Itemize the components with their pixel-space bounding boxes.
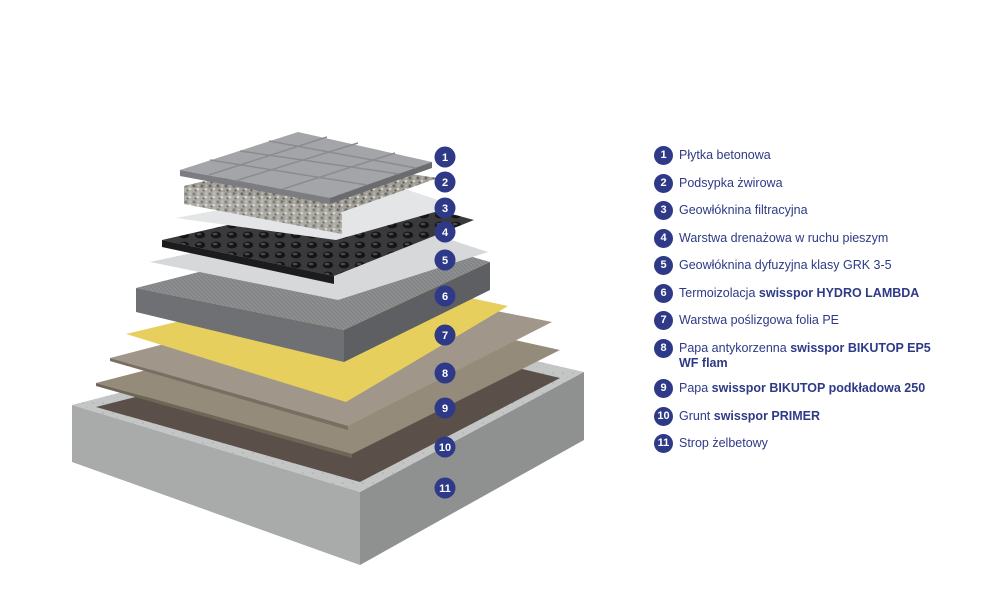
diagram-marker-9: 9: [434, 397, 456, 419]
legend-badge: 10: [654, 406, 673, 426]
legend-badge: 1: [654, 146, 673, 165]
legend-item-6: 6 Termoizolacja swisspor HYDRO LAMBDA: [654, 283, 954, 303]
paving-top: [180, 132, 432, 198]
layer-1-paving: [180, 132, 432, 204]
legend-badge: 4: [654, 228, 673, 248]
legend-badge: 11: [654, 434, 673, 453]
svg-text:8: 8: [442, 368, 448, 380]
legend-label: Papa swisspor BIKUTOP podkładowa 250: [679, 381, 926, 395]
legend-label: Płytka betonowa: [679, 148, 771, 162]
slab-front: [72, 405, 360, 565]
insulation-front: [136, 288, 344, 362]
paving-side: [330, 162, 432, 204]
svg-text:9: 9: [442, 403, 448, 415]
svg-text:3: 3: [442, 203, 448, 215]
diagram-marker-6: 6: [434, 285, 456, 307]
diagram-marker-4: 4: [434, 221, 456, 243]
diagram-marker-10: 10: [434, 436, 456, 458]
legend-item-4: 4 Warstwa drenażowa w ruchu pieszym: [654, 228, 954, 248]
legend-badge: 5: [654, 256, 673, 275]
legend-label: Grunt swisspor PRIMER: [679, 408, 821, 423]
legend-item-3: 3 Geowłóknina filtracyjna: [654, 201, 954, 220]
legend-label: Podsypka żwirowa: [679, 175, 783, 190]
legend-badge: 9: [654, 379, 673, 398]
legend-item-1: 1 Płytka betonowa: [654, 146, 954, 165]
diagram-marker-7: 7: [434, 324, 456, 346]
legend-item-9: 9 Papa swisspor BIKUTOP podkładowa 250: [654, 379, 954, 398]
legend-label: Geowłóknina filtracyjna: [679, 203, 808, 217]
legend-item-11: 11 Strop żelbetowy: [654, 434, 954, 453]
legend-item-8: 8 Papa antykorzenna swisspor BIKUTOP EP5…: [654, 338, 954, 371]
legend-label: Geowłóknina dyfuzyjna klasy GRK 3-5: [679, 258, 892, 272]
legend-item-5: 5 Geowłóknina dyfuzyjna klasy GRK 3-5: [654, 256, 954, 275]
svg-text:6: 6: [442, 291, 448, 303]
diagram-markers: 1 2 3 4 5 6 7 8: [434, 146, 456, 499]
svg-text:7: 7: [442, 330, 448, 342]
legend-badge: 7: [654, 311, 673, 330]
legend-label: Papa antykorzenna swisspor BIKUTOP EP5 W…: [679, 340, 931, 370]
gravel-front: [184, 186, 342, 234]
svg-text:10: 10: [439, 442, 451, 454]
slab-side: [360, 372, 584, 565]
svg-text:1: 1: [442, 152, 448, 164]
legend-item-2: 2 Podsypka żwirowa: [654, 173, 954, 193]
legend-badge: 2: [654, 173, 673, 193]
diagram-marker-2: 2: [434, 171, 456, 193]
legend-label: Warstwa drenażowa w ruchu pieszym: [679, 230, 889, 245]
svg-text:4: 4: [442, 227, 449, 239]
legend-label: Termoizolacja swisspor HYDRO LAMBDA: [679, 285, 920, 300]
svg-text:5: 5: [442, 255, 448, 267]
diagram-marker-3: 3: [434, 197, 456, 219]
insulation-side: [344, 262, 490, 362]
svg-text:11: 11: [439, 483, 451, 495]
legend-label: Strop żelbetowy: [679, 436, 768, 450]
diagram-marker-11: 11: [434, 477, 456, 499]
paving-front: [180, 170, 330, 204]
diagram-marker-1: 1: [434, 146, 456, 168]
legend-item-10: 10 Grunt swisspor PRIMER: [654, 406, 954, 426]
legend-badge: 3: [654, 201, 673, 220]
diagram-marker-5: 5: [434, 249, 456, 271]
paving-joints: [208, 136, 417, 190]
legend-item-7: 7 Warstwa poślizgowa folia PE: [654, 311, 954, 330]
diagram-marker-8: 8: [434, 362, 456, 384]
legend-badge: 6: [654, 283, 673, 303]
legend-label: Warstwa poślizgowa folia PE: [679, 313, 840, 327]
svg-text:2: 2: [442, 177, 448, 189]
legend-badge: 8: [654, 338, 673, 358]
legend: 1 Płytka betonowa 2 Podsypka żwirowa 3 G…: [654, 146, 954, 462]
